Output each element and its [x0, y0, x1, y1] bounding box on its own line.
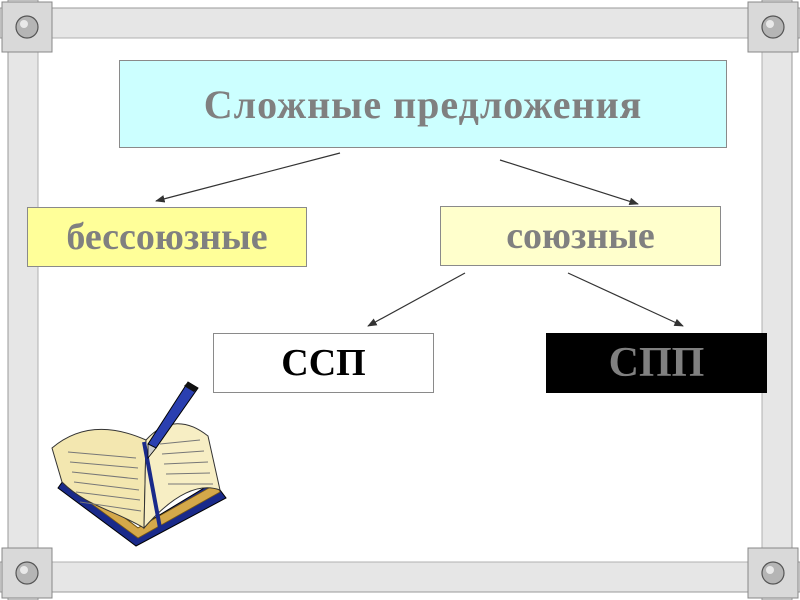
spp-node: СПП	[546, 333, 767, 393]
bessoyuz-label: бессоюзные	[66, 215, 267, 259]
bessoyuz-node: бессоюзные	[27, 207, 307, 267]
open-book-with-pen-icon	[48, 378, 228, 548]
soyuz-label: союзные	[506, 214, 655, 258]
title-text: Сложные предложения	[204, 81, 643, 128]
ssp-label: ССП	[281, 341, 365, 385]
spp-label: СПП	[609, 339, 705, 387]
ssp-node: ССП	[213, 333, 434, 393]
title-node: Сложные предложения	[119, 60, 727, 148]
soyuz-node: союзные	[440, 206, 721, 266]
